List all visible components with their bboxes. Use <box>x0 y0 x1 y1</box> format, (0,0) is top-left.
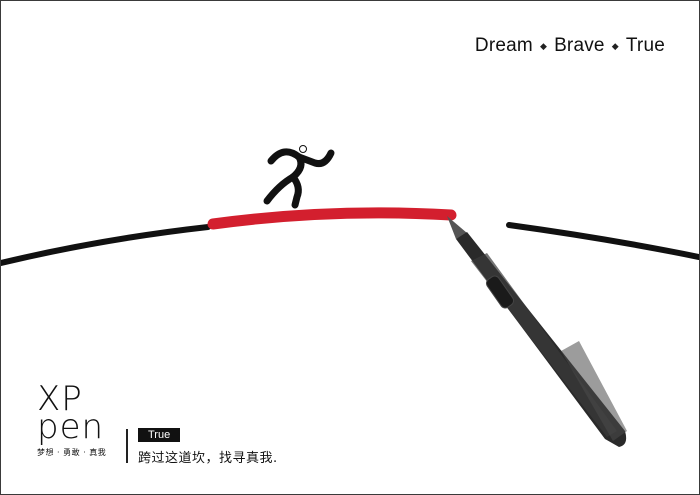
logo-bottom: pen <box>37 407 105 447</box>
road-left <box>1 224 211 266</box>
tagline-word-brave: Brave <box>554 35 605 56</box>
brand-slogan: 梦想 · 勇敢 · 真我 <box>37 448 107 457</box>
brand-block: XP pen 梦想 · 勇敢 · 真我 <box>37 379 117 458</box>
road-right <box>506 222 699 260</box>
runner-icon <box>263 145 335 209</box>
divider <box>126 429 128 463</box>
logo-top: XP <box>37 379 83 419</box>
tagline-word-dream: Dream <box>474 35 533 56</box>
tagline-word-true: True <box>625 35 665 56</box>
tagline: Dream ◆ Brave ◆ True <box>475 35 665 57</box>
bridge-stroke <box>207 207 457 230</box>
stylus-pen-icon <box>447 216 627 447</box>
true-badge: True <box>138 428 181 442</box>
tagline-separator: ◆ <box>611 40 619 51</box>
xppen-logo-icon: XP pen <box>37 379 117 447</box>
caption: 跨过这道坎，找寻真我. <box>138 451 278 466</box>
tagline-separator: ◆ <box>539 40 548 51</box>
